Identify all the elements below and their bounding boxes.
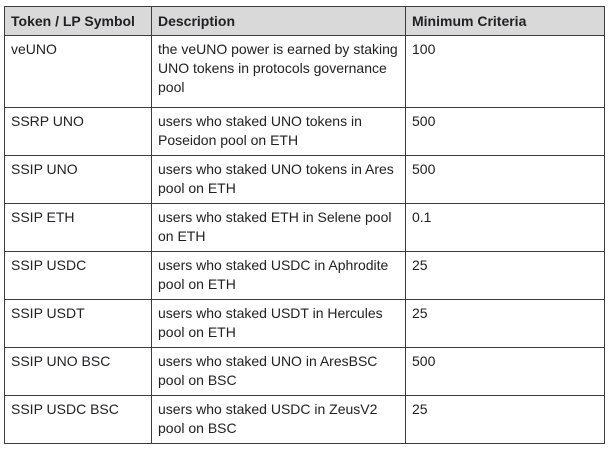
cell-minimum-criteria: 25	[405, 395, 605, 444]
cell-minimum-criteria: 500	[405, 347, 605, 396]
table-row: SSIP USDT users who staked USDT in Hercu…	[4, 299, 605, 348]
cell-token-symbol: SSIP UNO BSC	[4, 347, 152, 396]
header-token-symbol: Token / LP Symbol	[4, 6, 152, 36]
header-description: Description	[151, 6, 406, 36]
cell-description: users who staked UNO tokens in Ares pool…	[151, 155, 406, 204]
table-row: SSRP UNO users who staked UNO tokens in …	[4, 107, 605, 156]
table-row: SSIP UNO BSC users who staked UNO in Are…	[4, 347, 605, 396]
table-row: SSIP UNO users who staked UNO tokens in …	[4, 155, 605, 204]
table-row: SSIP ETH users who staked ETH in Selene …	[4, 203, 605, 252]
cell-token-symbol: SSRP UNO	[4, 107, 152, 156]
cell-description: users who staked ETH in Selene pool on E…	[151, 203, 406, 252]
cell-minimum-criteria: 0.1	[405, 203, 605, 252]
cell-token-symbol: SSIP USDC BSC	[4, 395, 152, 444]
cell-minimum-criteria: 25	[405, 299, 605, 348]
cell-token-symbol: SSIP USDT	[4, 299, 152, 348]
header-minimum-criteria: Minimum Criteria	[405, 6, 605, 36]
cell-token-symbol: veUNO	[4, 35, 152, 108]
cell-token-symbol: SSIP UNO	[4, 155, 152, 204]
cell-description: users who staked USDC in Aphrodite pool …	[151, 251, 406, 300]
cell-description: users who staked UNO in AresBSC pool on …	[151, 347, 406, 396]
table-row: veUNO the veUNO power is earned by staki…	[4, 35, 605, 108]
cell-token-symbol: SSIP USDC	[4, 251, 152, 300]
cell-minimum-criteria: 25	[405, 251, 605, 300]
cell-description: users who staked USDT in Hercules pool o…	[151, 299, 406, 348]
cell-description: the veUNO power is earned by staking UNO…	[151, 35, 406, 108]
cell-description: users who staked UNO tokens in Poseidon …	[151, 107, 406, 156]
cell-minimum-criteria: 500	[405, 107, 605, 156]
cell-minimum-criteria: 500	[405, 155, 605, 204]
table-row: SSIP USDC users who staked USDC in Aphro…	[4, 251, 605, 300]
table-row: SSIP USDC BSC users who staked USDC in Z…	[4, 395, 605, 444]
cell-description: users who staked USDC in ZeusV2 pool on …	[151, 395, 406, 444]
cell-minimum-criteria: 100	[405, 35, 605, 108]
cell-token-symbol: SSIP ETH	[4, 203, 152, 252]
table-header-row: Token / LP Symbol Description Minimum Cr…	[4, 6, 605, 36]
criteria-table-container: Token / LP Symbol Description Minimum Cr…	[4, 6, 605, 444]
criteria-table: Token / LP Symbol Description Minimum Cr…	[4, 6, 605, 444]
